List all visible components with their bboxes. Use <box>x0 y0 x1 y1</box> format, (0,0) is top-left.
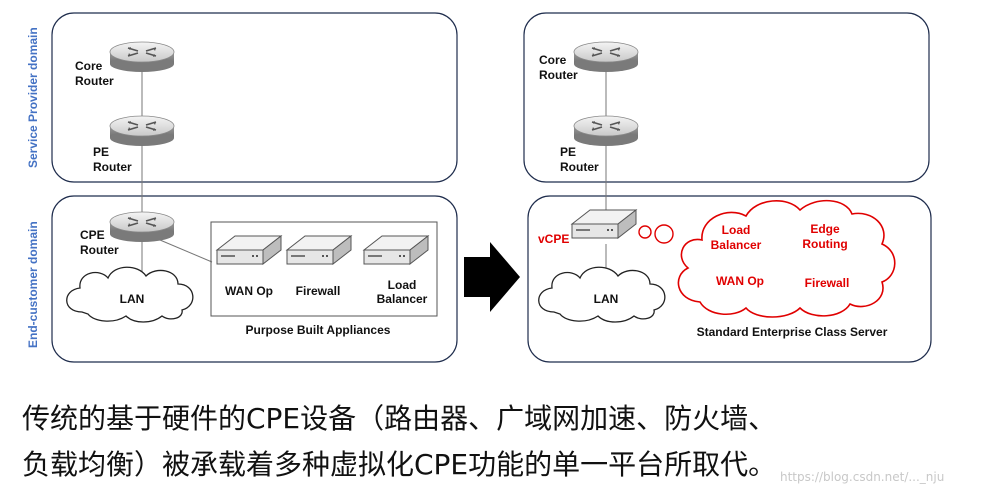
left-provider-domain-box <box>51 12 458 183</box>
caption-line-2: 负载均衡）被承载着多种虚拟化CPE功能的单一平台所取代。 <box>22 448 777 481</box>
firewall-label: Firewall <box>296 284 341 298</box>
vcpe-server-icon <box>571 209 637 239</box>
caption: 传统的基于硬件的CPE设备（路由器、广域网加速、防火墙、 负载均衡）被承载着多种… <box>22 396 982 488</box>
right-provider-domain-box <box>523 12 930 183</box>
caption-line-1: 传统的基于硬件的CPE设备（路由器、广域网加速、防火墙、 <box>22 402 777 435</box>
vnf-cloud <box>677 199 896 318</box>
watermark: https://blog.csdn.net/..._nju <box>780 470 945 484</box>
vnf-firewall-label: Firewall <box>805 276 850 290</box>
purpose-built-appliances-caption: Purpose Built Appliances <box>246 323 391 337</box>
left-pe-router-icon <box>109 115 175 147</box>
right-customer-domain-box <box>527 195 932 363</box>
standard-server-caption: Standard Enterprise Class Server <box>697 325 888 339</box>
left-customer-domain-box <box>51 195 458 363</box>
right-lan-label: LAN <box>594 292 619 306</box>
right-lan-cloud <box>538 266 666 323</box>
left-cpe-router-icon <box>109 211 175 243</box>
thought-bubble-medium <box>654 224 674 244</box>
transition-arrow-icon <box>464 242 520 312</box>
vcpe-label: vCPE <box>538 232 569 246</box>
service-provider-domain-label: Service Provider domain <box>26 27 40 168</box>
purpose-built-appliances-box <box>210 221 438 317</box>
left-core-router-icon <box>109 41 175 73</box>
cpe-diagram: Service Provider domain End-customer dom… <box>26 12 932 363</box>
left-cpe-appliances-link <box>159 239 213 263</box>
vnf-wan-op-label: WAN Op <box>716 274 764 288</box>
left-lan-label: LAN <box>120 292 145 306</box>
thought-bubble-small <box>638 225 652 239</box>
wan-op-appliance-icon <box>216 235 282 265</box>
load-balancer-appliance-icon <box>363 235 429 265</box>
wan-op-label: WAN Op <box>225 284 273 298</box>
firewall-appliance-icon <box>286 235 352 265</box>
end-customer-domain-label: End-customer domain <box>26 221 40 348</box>
left-lan-cloud <box>66 266 194 323</box>
right-core-router-icon <box>573 41 639 73</box>
right-pe-router-icon <box>573 115 639 147</box>
